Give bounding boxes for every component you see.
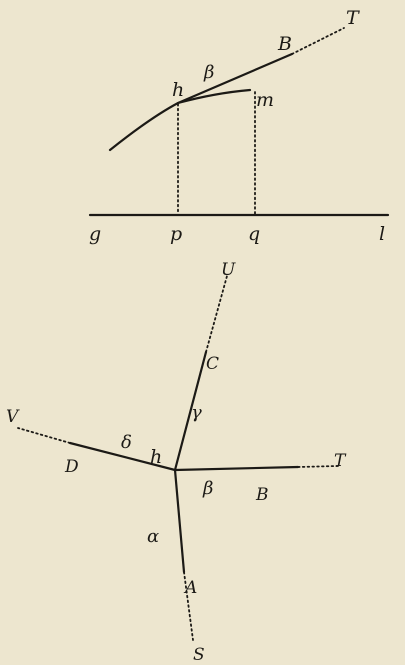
- label-top-q: q: [248, 223, 260, 245]
- label-bottom-U: U: [221, 260, 236, 280]
- label-bottom-S: S: [193, 645, 205, 665]
- label-bottom-B: B: [255, 485, 269, 505]
- label-top-beta: β: [203, 62, 214, 83]
- label-bottom-V: V: [6, 407, 20, 427]
- label-top-h: h: [172, 79, 184, 101]
- label-bottom-D: D: [64, 457, 79, 477]
- ray-h-B: [173, 465, 300, 472]
- ray-h-C: [173, 350, 208, 472]
- label-bottom-beta: β: [202, 478, 213, 499]
- label-bottom-A: A: [183, 578, 197, 598]
- label-bottom-T: T: [334, 451, 347, 471]
- label-bottom-alpha: α: [147, 526, 159, 547]
- label-top-m: m: [256, 89, 274, 111]
- tangent-line: [176, 52, 294, 105]
- ray-B-T-dotted: [297, 465, 339, 468]
- bottom-diagram: U C γ V D δ h T β B α A S: [6, 260, 347, 665]
- label-top-l: l: [379, 223, 385, 245]
- curve: [108, 88, 252, 152]
- label-bottom-h: h: [150, 446, 162, 468]
- ray-h-D: [68, 441, 177, 472]
- ray-A-S-dotted: [183, 571, 194, 641]
- tangent-extension-dotted: [291, 27, 345, 55]
- label-top-T: T: [346, 7, 360, 29]
- ray-C-U-dotted: [205, 275, 228, 353]
- label-top-p: p: [170, 223, 182, 245]
- label-top-g: g: [89, 223, 101, 245]
- top-diagram: T B β h m g p q l: [88, 7, 390, 245]
- label-bottom-C: C: [206, 354, 219, 374]
- label-bottom-gamma: γ: [191, 402, 202, 423]
- ray-h-A: [173, 468, 186, 574]
- ray-D-V-dotted: [17, 427, 71, 444]
- label-bottom-delta: δ: [121, 432, 132, 453]
- label-top-B: B: [277, 33, 292, 55]
